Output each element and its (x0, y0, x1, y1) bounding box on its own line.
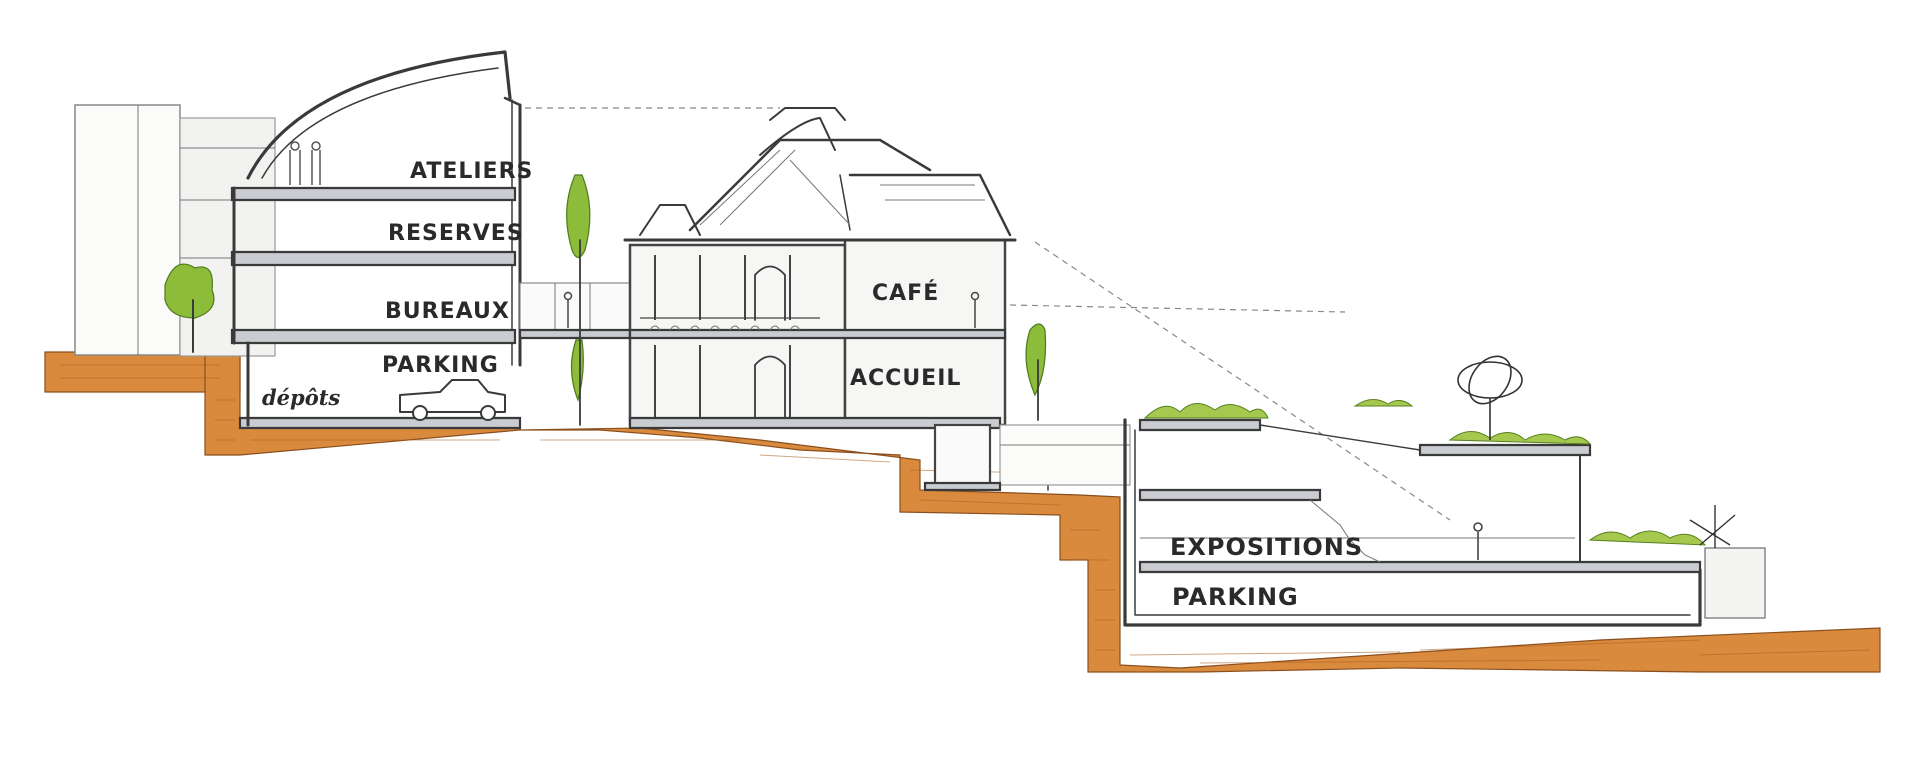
person-figure-expo (1473, 522, 1483, 560)
label-bureaux: BUREAUX (385, 299, 510, 324)
car-icon (399, 379, 506, 421)
people-figures-villa (563, 291, 980, 328)
exhibition-building: EXPOSITIONS PARKING (1123, 418, 1766, 627)
sunken-connector (923, 423, 1131, 492)
glass-bridge (518, 282, 637, 340)
sight-lines (525, 107, 1451, 521)
label-parking-right: PARKING (1172, 583, 1299, 611)
label-cafe: CAFÉ (872, 280, 939, 306)
label-ateliers: ATELIERS (410, 159, 533, 184)
tree-left (164, 263, 215, 353)
museum-annex-building: ATELIERS RESERVES BUREAUX PARKING dépôts (230, 50, 533, 430)
ground-earth (44, 351, 1881, 673)
label-expositions: EXPOSITIONS (1170, 533, 1363, 561)
people-figures (289, 141, 321, 185)
label-depots: dépôts (262, 385, 340, 410)
sculpture-icon (1457, 355, 1523, 440)
label-accueil: ACCUEIL (850, 366, 961, 391)
roof-vegetation (1143, 355, 1736, 548)
label-parking-left: PARKING (382, 353, 499, 378)
tree-poplar-center (566, 174, 591, 426)
historic-villa: CAFÉ ACCUEIL (563, 107, 1017, 430)
background-tower (74, 104, 276, 357)
label-reserves: RESERVES (388, 221, 524, 246)
sculpture-right-icon (1689, 505, 1736, 548)
